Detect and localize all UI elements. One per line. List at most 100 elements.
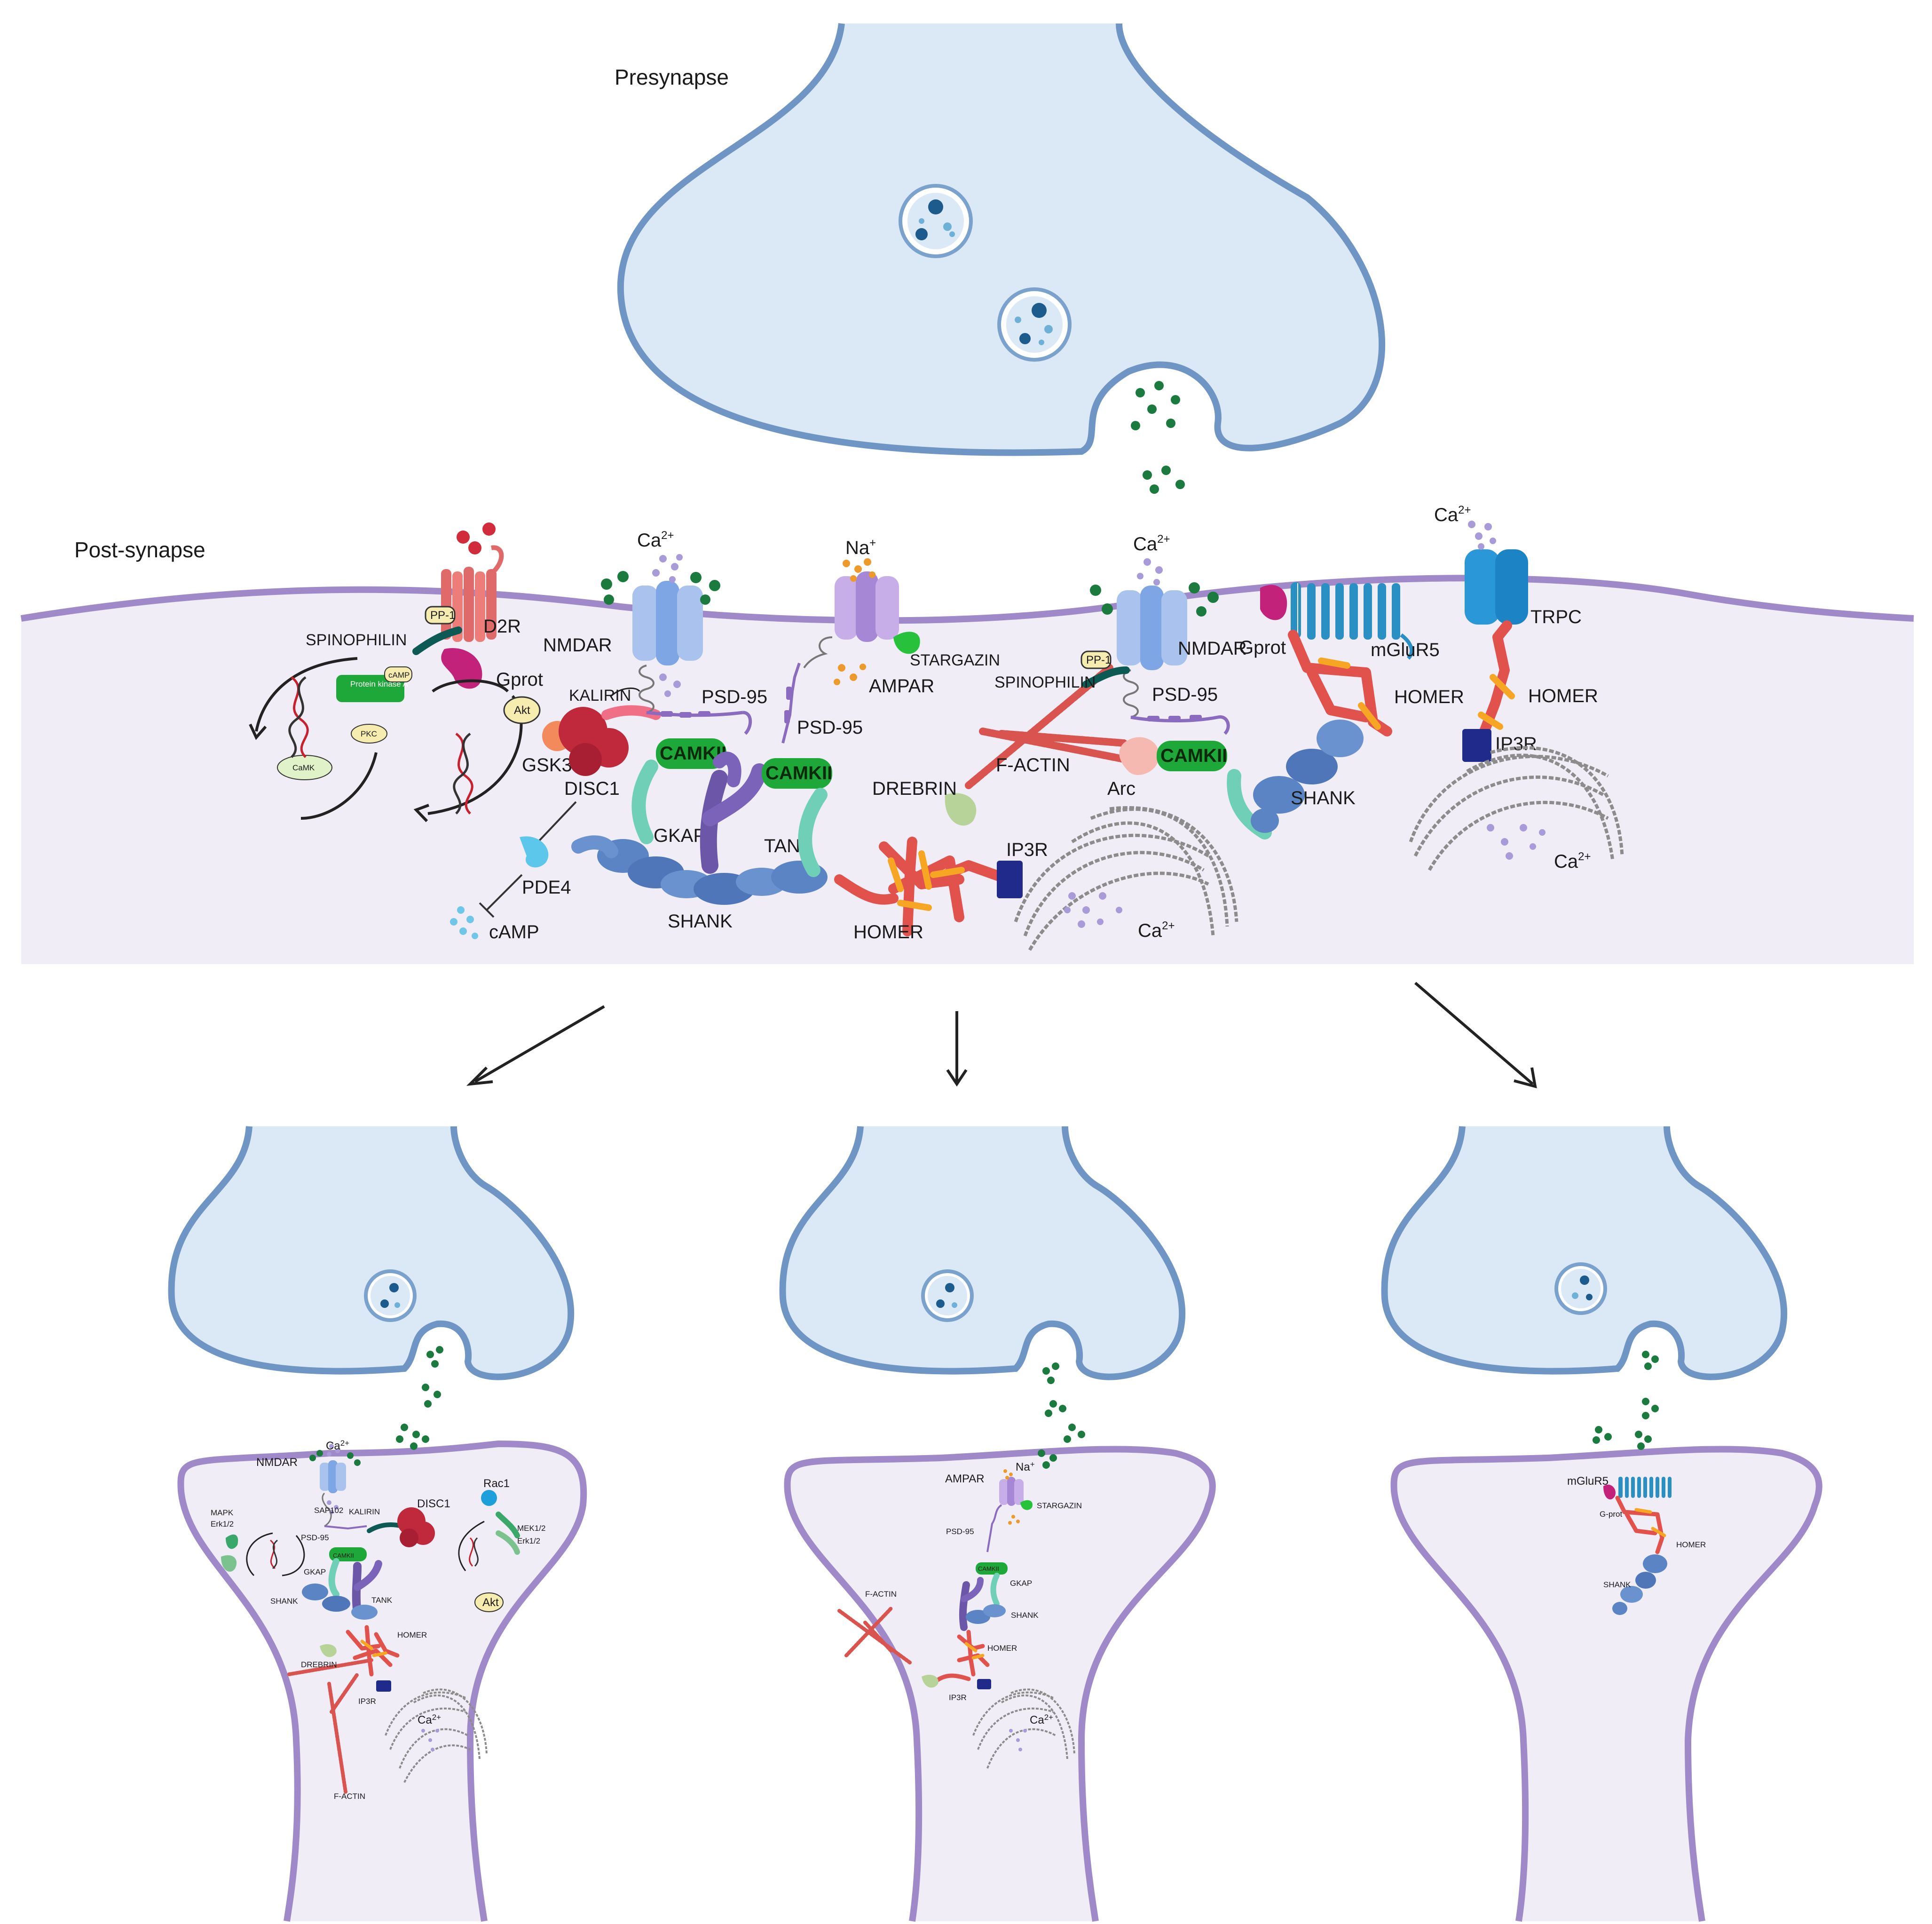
p2-na-label: Na+	[1016, 1460, 1035, 1473]
p2-stargazin-label: STARGAZIN	[1037, 1501, 1082, 1510]
p1-nmdar-label: NMDAR	[256, 1456, 298, 1469]
p3-shank-label: SHANK	[1603, 1580, 1631, 1589]
svg-text:CAMKII: CAMKII	[1160, 745, 1227, 766]
spinophilin-shape	[1082, 666, 1130, 688]
nmdar-receptor	[601, 554, 720, 713]
factin-label: F-ACTIN	[996, 755, 1070, 776]
pp1-badge: PP-1	[425, 606, 456, 625]
homer-complex	[834, 837, 1007, 936]
p1-ca-label: Ca2+	[326, 1439, 349, 1452]
stargazin-label: STARGAZIN	[910, 651, 1000, 669]
p1-factin-label: F-ACTIN	[334, 1792, 365, 1801]
p1-sap102-label: SAP102	[314, 1506, 343, 1515]
panel-2-synapse	[779, 1126, 1216, 1922]
dna-icon	[453, 733, 473, 815]
ip3r-channel	[1462, 729, 1491, 762]
nmdar-label-2: NMDAR	[1178, 638, 1247, 659]
arrow-to-panel-3	[1414, 982, 1537, 1089]
svg-text:PP-1: PP-1	[430, 609, 455, 622]
p1-erk2-label: Erk1/2	[517, 1536, 540, 1545]
endoplasmic-reticulum	[1409, 746, 1624, 871]
spinophilin-label-2: SPINOPHILIN	[994, 673, 1096, 691]
p1-tank-label: TANK	[371, 1596, 393, 1605]
p3-mglur5-label: mGluR5	[1567, 1475, 1609, 1488]
shank-chain	[571, 835, 828, 905]
panel-3-synapse	[1381, 1126, 1822, 1922]
arrow-to-panel-2	[946, 1011, 968, 1087]
tank-shape	[700, 752, 767, 874]
mglur5-receptor	[1291, 582, 1414, 660]
camp-label: cAMP	[489, 922, 539, 942]
p1-kalirin-label: KALIRIN	[349, 1507, 380, 1516]
ca-er-label-2: Ca2+	[1554, 850, 1591, 872]
akt-signalling-cycle: Akt GSK3	[413, 679, 572, 823]
ip3r-label-2: IP3R	[1495, 734, 1537, 754]
p2-ca-er-label: Ca2+	[1030, 1713, 1053, 1726]
ampar-receptor	[781, 558, 920, 744]
presynapse-label: Presynapse	[615, 65, 729, 89]
p1-mapk-label: MAPK	[211, 1508, 234, 1517]
pde4-inhibit-line	[486, 874, 523, 911]
svg-text:CAMKII: CAMKII	[765, 763, 832, 784]
drebrin-label: DREBRIN	[872, 778, 957, 799]
camp-dots	[450, 906, 478, 939]
dna-icon	[288, 676, 309, 758]
p2-gkap-label: GKAP	[1010, 1579, 1032, 1588]
gprot-shape	[1260, 585, 1287, 620]
p2-psd95-label: PSD-95	[946, 1527, 974, 1536]
disc1-complex	[542, 687, 661, 776]
synaptic-vesicle	[997, 287, 1072, 362]
panel-1-synapse	[168, 1126, 587, 1922]
trpc-label: TRPC	[1530, 607, 1582, 627]
shank-cluster	[1251, 720, 1364, 833]
presynaptic-terminal: Presynapse	[615, 23, 1386, 456]
svg-text:PP-1: PP-1	[1086, 654, 1111, 666]
p2-shank-label: SHANK	[1011, 1611, 1039, 1620]
na-ion-label: Na+	[845, 537, 876, 558]
d2r-label: D2R	[483, 616, 521, 637]
pka-signalling-cycle: Protein kinase A cAMP PKC CaMK	[249, 657, 412, 820]
gprot-label: Gprot	[496, 669, 543, 690]
homer-label-2: HOMER	[1394, 687, 1464, 707]
ca-ion-label: Ca2+	[637, 529, 674, 551]
pde4-label: PDE4	[522, 877, 571, 898]
p2-ip3r-label: IP3R	[949, 1693, 967, 1702]
p2-homer-label: HOMER	[987, 1644, 1017, 1653]
p1-akt-label: Akt	[482, 1596, 499, 1609]
p3-homer-label: HOMER	[1676, 1540, 1706, 1549]
homer-complex	[1288, 630, 1392, 736]
psd95-label: PSD-95	[702, 687, 767, 707]
p1-disc1-label: DISC1	[417, 1497, 450, 1510]
shank-label-2: SHANK	[1291, 788, 1356, 808]
ampar-label: AMPAR	[869, 676, 934, 697]
drebrin-shape	[945, 793, 977, 826]
shank-label: SHANK	[668, 911, 733, 932]
gprot-label-2: Gprot	[1239, 637, 1286, 658]
pkc-label: PKC	[361, 729, 377, 738]
endoplasmic-reticulum	[1014, 806, 1238, 951]
camkii-block: CAMKII	[631, 738, 726, 844]
p3-gprot-label: G-prot	[1600, 1510, 1622, 1519]
ip3r-channel	[997, 861, 1023, 898]
p1-drebrin-label: DREBRIN	[301, 1660, 337, 1669]
p2-camkii-label: CAMKII	[978, 1565, 999, 1572]
homer-label: HOMER	[853, 922, 923, 942]
disc1-label: DISC1	[564, 778, 620, 799]
gsk3-label: GSK3	[522, 755, 572, 776]
camk-label: CaMK	[292, 763, 315, 772]
ca-ion-label-2: Ca2+	[1133, 533, 1170, 554]
postsynaptic-compartment	[20, 575, 1914, 964]
p1-ca-er-label: Ca2+	[418, 1713, 441, 1726]
homer-label-3: HOMER	[1528, 686, 1598, 706]
akt-label: Akt	[514, 704, 530, 717]
spinophilin-label: SPINOPHILIN	[306, 631, 407, 649]
spinophilin-shape	[412, 626, 462, 655]
ip3r-label: IP3R	[1006, 839, 1048, 860]
pde4-shape	[520, 836, 549, 868]
mglur5-label: mGluR5	[1371, 640, 1440, 660]
arc-label: Arc	[1107, 778, 1136, 799]
psd95-label-3: PSD-95	[1152, 684, 1218, 705]
trpc-channel	[1465, 521, 1528, 625]
